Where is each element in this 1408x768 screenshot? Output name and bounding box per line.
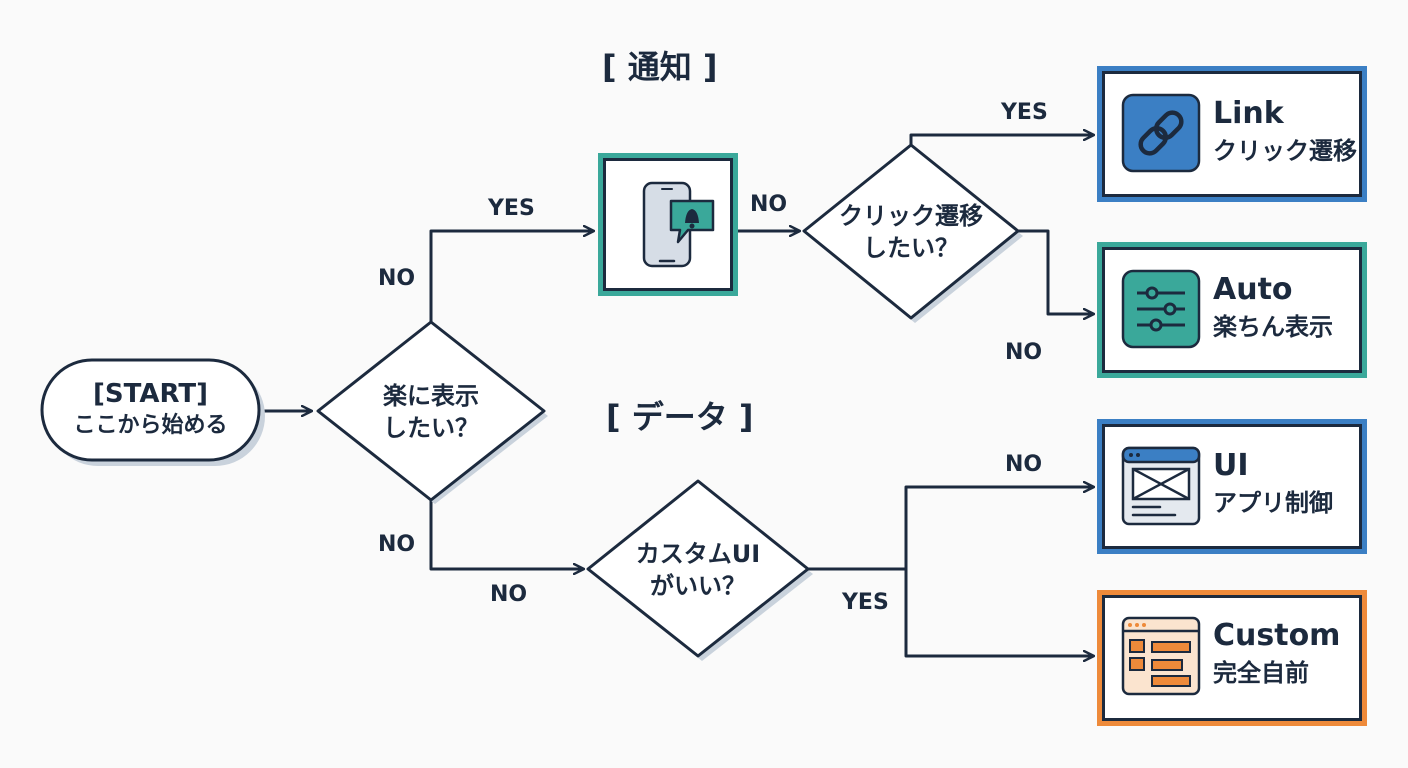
result-ui-subtitle: アプリ制御 xyxy=(1213,489,1333,517)
edge-label-no: NO xyxy=(378,266,416,291)
chain-link-icon xyxy=(1121,93,1201,173)
decision-click-transition-line1: クリック遷移 xyxy=(839,202,983,230)
start-label: [START] xyxy=(93,379,208,409)
result-auto-title: Auto xyxy=(1213,272,1293,307)
decision-custom-ui-line2: がいい？ xyxy=(650,572,746,600)
decision-easy-display-text: 楽に表示 したい？ xyxy=(331,380,531,444)
result-link-subtitle: クリック遷移 xyxy=(1213,137,1357,165)
decision-easy-display-line1: 楽に表示 xyxy=(383,382,479,410)
edge-easy-no-to-custom xyxy=(429,500,584,569)
edge-custom-no-to-ui xyxy=(904,487,1094,569)
edge-label-yes: YES xyxy=(1001,100,1048,125)
edge-click-yes-to-link xyxy=(909,135,1094,145)
result-ui-text: UI アプリ制御 xyxy=(1213,448,1333,518)
edge-easy-yes-to-notify xyxy=(429,231,594,322)
edge-label-no: NO xyxy=(490,582,528,607)
decision-click-transition-line2: したい？ xyxy=(863,234,959,262)
result-custom-text: Custom 完全自前 xyxy=(1213,618,1340,688)
edge-label-no: NO xyxy=(750,192,788,217)
decision-easy-display-line2: したい？ xyxy=(383,414,479,442)
result-custom-subtitle: 完全自前 xyxy=(1213,659,1309,687)
start-node xyxy=(40,358,265,466)
edge-label-no: NO xyxy=(378,532,416,557)
result-custom-title: Custom xyxy=(1213,618,1341,653)
decision-click-transition xyxy=(802,143,1023,323)
edge-click-no-to-auto xyxy=(1018,229,1094,314)
result-auto-text: Auto 楽ちん表示 xyxy=(1213,272,1333,342)
decision-custom-ui xyxy=(586,479,813,661)
start-node-text: [START] ここから始める xyxy=(42,378,259,442)
result-auto-subtitle: 楽ちん表示 xyxy=(1213,313,1333,341)
sliders-icon xyxy=(1121,269,1201,349)
notification-node xyxy=(598,153,738,296)
result-auto-node xyxy=(1097,242,1367,378)
edge-label-yes: YES xyxy=(842,590,889,615)
phone-bell-icon xyxy=(642,181,715,268)
decision-easy-display xyxy=(316,320,548,504)
result-ui-title: UI xyxy=(1213,448,1249,483)
result-link-title: Link xyxy=(1213,96,1284,131)
custom-layout-icon xyxy=(1121,616,1201,696)
start-sublabel: ここから始める xyxy=(73,413,228,438)
decision-custom-ui-line1: カスタムUI xyxy=(635,540,761,568)
edge-label-yes: YES xyxy=(488,196,535,221)
result-link-node xyxy=(1097,66,1367,202)
result-link-text: Link クリック遷移 xyxy=(1213,96,1357,166)
edge-custom-yes-to-custom xyxy=(904,569,1094,656)
edge-label-no: NO xyxy=(1005,452,1043,477)
result-custom-node xyxy=(1097,590,1367,726)
section-title-data: [ データ ] xyxy=(606,398,754,436)
result-ui-node xyxy=(1097,419,1367,554)
app-window-icon xyxy=(1121,446,1201,526)
edge-label-no: NO xyxy=(1005,340,1043,365)
decision-custom-ui-text: カスタムUI がいい？ xyxy=(598,538,798,602)
decision-click-transition-text: クリック遷移 したい？ xyxy=(811,200,1011,264)
section-title-notification: [ 通知 ] xyxy=(602,48,718,86)
